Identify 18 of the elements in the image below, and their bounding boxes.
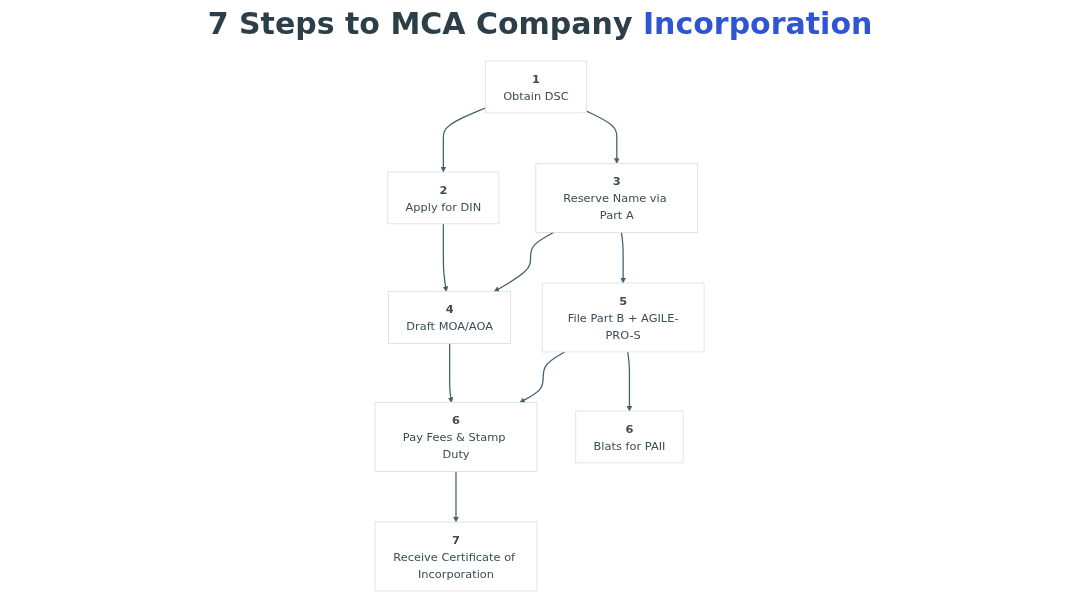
arrow <box>494 231 555 292</box>
diagram-title: 7 Steps to MCA Company Incorporation <box>206 6 874 41</box>
node-box: 5 File Part B + AGILE-PRO-S <box>542 282 705 353</box>
node-box: 3 Reserve Name via Part A <box>536 163 699 233</box>
arrow <box>453 470 460 523</box>
node-box: 7 Receive Certificate of Incorporation <box>375 521 538 592</box>
arrow <box>443 223 449 292</box>
node-box: 4 Draft MOA/AOA <box>388 291 512 344</box>
node-box: 6 Pay Fees & Stamp Duty <box>375 402 538 472</box>
arrow <box>620 231 627 284</box>
arrow <box>441 107 487 173</box>
arrow <box>586 110 621 164</box>
node-box: 1 Obtain DSC <box>485 60 588 114</box>
arrow <box>627 351 633 412</box>
node-box: 6 Blats for PAII <box>575 410 684 464</box>
node-box: 2 Apply for DIN <box>387 171 500 225</box>
arrow <box>448 342 454 403</box>
arrow <box>519 351 566 403</box>
